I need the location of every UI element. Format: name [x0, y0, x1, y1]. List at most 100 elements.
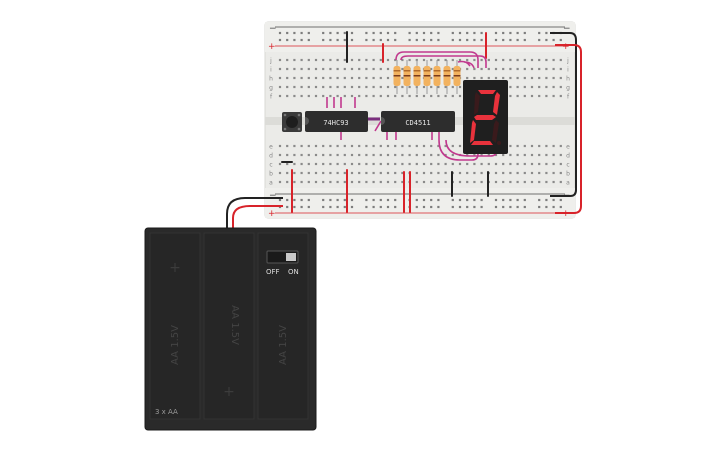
rail-hole	[386, 198, 390, 202]
board-hole	[278, 153, 282, 157]
rail-hole	[322, 38, 325, 42]
board-hole	[386, 67, 390, 71]
board-hole	[559, 153, 562, 157]
board-hole	[480, 180, 483, 184]
board-hole	[350, 144, 354, 148]
board-hole	[286, 58, 289, 62]
board-hole	[401, 171, 404, 175]
board-hole	[293, 76, 296, 80]
board-hole	[365, 162, 368, 166]
board-hole	[430, 162, 433, 166]
rail-hole	[365, 198, 368, 202]
board-hole	[343, 85, 346, 89]
board-hole	[329, 180, 332, 184]
chip-cd4511[interactable]: CD4511	[381, 111, 455, 132]
rail-hole	[386, 31, 390, 35]
board-hole	[329, 171, 332, 175]
rail-hole	[559, 198, 562, 202]
board-hole	[379, 180, 382, 184]
board-hole	[293, 162, 296, 166]
rail-hole	[336, 38, 339, 42]
board-hole	[286, 144, 289, 148]
power-switch[interactable]: OFF ON	[266, 250, 299, 276]
rail-hole	[466, 31, 469, 35]
board-hole	[379, 162, 382, 166]
rail-hole	[552, 205, 555, 209]
board-hole	[545, 162, 548, 166]
rail-hole	[350, 31, 354, 35]
segment-b	[493, 92, 500, 115]
board-hole	[394, 144, 397, 148]
board-hole	[386, 171, 390, 175]
board-hole	[336, 180, 339, 184]
battery-leads	[226, 32, 582, 228]
board-hole	[545, 58, 548, 62]
board-hole	[329, 162, 332, 166]
board-hole	[314, 76, 318, 80]
board-hole	[300, 144, 303, 148]
board-hole	[300, 171, 303, 175]
segment-e	[470, 120, 476, 143]
board-hole	[336, 58, 339, 62]
board-hole	[358, 94, 361, 98]
row-letter: a	[269, 180, 273, 187]
board-hole	[293, 67, 296, 71]
rail-hole	[415, 38, 418, 42]
board-hole	[516, 94, 519, 98]
board-hole	[430, 94, 433, 98]
rail-hole	[336, 31, 339, 35]
cell-plus: +	[223, 384, 235, 400]
board-hole	[430, 153, 433, 157]
board-hole	[545, 144, 548, 148]
board-hole	[365, 144, 368, 148]
board-hole	[307, 94, 310, 98]
rail-hole	[545, 31, 548, 35]
board-hole	[394, 162, 397, 166]
board-hole	[350, 58, 354, 62]
board-hole	[494, 162, 498, 166]
board-hole	[480, 171, 483, 175]
rail-minus-label: −	[269, 191, 277, 201]
board-hole	[293, 94, 296, 98]
board-hole	[552, 171, 555, 175]
board-hole	[444, 180, 447, 184]
rail-hole	[300, 205, 303, 209]
board-hole	[552, 58, 555, 62]
board-hole	[286, 85, 289, 89]
board-hole	[408, 144, 411, 148]
board-hole	[322, 94, 325, 98]
rail-hole	[458, 38, 462, 42]
row-letter: j	[269, 58, 272, 65]
cell-label: AA 1.5V	[170, 325, 181, 365]
board-hole	[559, 180, 562, 184]
board-hole	[394, 85, 397, 89]
rail-hole	[494, 205, 498, 209]
board-hole	[451, 85, 454, 89]
board-hole	[372, 67, 375, 71]
board-hole	[358, 180, 361, 184]
rail-hole	[394, 38, 397, 42]
rail-hole	[408, 38, 411, 42]
chip-label: 74HC93	[323, 119, 348, 127]
rail-hole	[336, 205, 339, 209]
push-button[interactable]	[282, 112, 302, 132]
board-hole	[293, 171, 296, 175]
board-hole	[300, 85, 303, 89]
board-hole	[379, 153, 382, 157]
board-hole	[415, 162, 418, 166]
board-hole	[552, 162, 555, 166]
board-hole	[350, 162, 354, 166]
row-letter: h	[566, 76, 570, 83]
board-hole	[343, 76, 346, 80]
board-hole	[343, 67, 346, 71]
board-hole	[444, 153, 447, 157]
board-hole	[401, 180, 404, 184]
board-hole	[365, 76, 368, 80]
rail-hole	[422, 205, 426, 209]
board-hole	[523, 144, 526, 148]
rail-hole	[422, 38, 426, 42]
rail-hole	[329, 198, 332, 202]
rail-hole	[451, 205, 454, 209]
board-hole	[394, 171, 397, 175]
chip-74hc93[interactable]: 74HC93	[305, 111, 368, 132]
